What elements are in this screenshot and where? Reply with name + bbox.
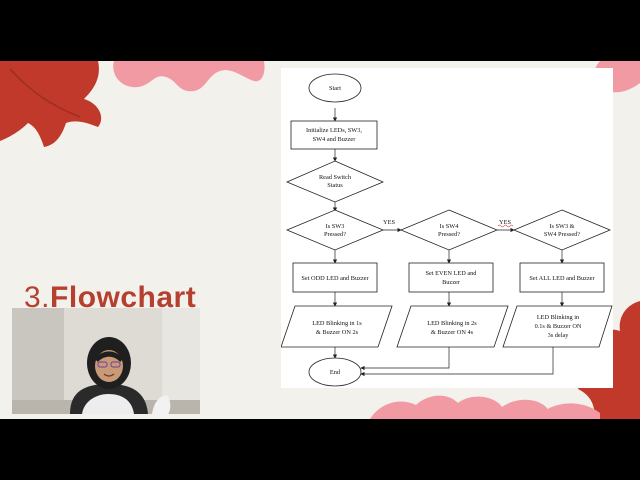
presentation-slide: 3.Flowchart [0, 61, 640, 419]
red-leaf-top-left-decoration [0, 61, 102, 147]
even-led-process-node: Set EVEN LED and Buzzer [408, 262, 494, 293]
flowchart-diagram: Start Initialize LEDs, SW3, SW4 and Buzz… [280, 73, 613, 387]
flowchart-panel: Start Initialize LEDs, SW3, SW4 and Buzz… [280, 68, 613, 388]
even-led-label-line-2: Buzzer [442, 279, 461, 286]
sw3-decision-label-line-1: Is SW3 [326, 223, 345, 230]
pink-blob-bottom-decoration [370, 395, 600, 419]
odd-output-label-line-2: & Buzzer ON 2s [316, 329, 359, 336]
flowchart-connectors [332, 108, 565, 377]
initialize-label-line-2: SW4 and Buzzer [313, 136, 357, 143]
sw3-decision-label-line-2: Pressed? [324, 231, 346, 238]
odd-led-process-node: Set ODD LED and Buzzer [292, 262, 378, 293]
even-led-output-node: LED Blinking in 2s & Buzzer ON 4s [396, 305, 509, 348]
all-output-label-line-3: 3s delay [548, 332, 570, 339]
end-node: End [308, 357, 362, 387]
sw3-decision-node: Is SW3 Pressed? [285, 209, 385, 251]
initialize-process-node: Initialize LEDs, SW3, SW4 and Buzzer [290, 120, 378, 150]
initialize-label-line-1: Initialize LEDs, SW3, [306, 127, 362, 134]
read-switch-label-line-2: Status [327, 182, 343, 189]
all-led-label: Set ALL LED and Buzzer [529, 275, 595, 282]
sw3-sw4-decision-label-line-2: SW4 Pressed? [544, 231, 580, 238]
even-output-label-line-2: & Buzzer ON 4s [431, 329, 474, 336]
start-node: Start [308, 73, 362, 103]
even-output-label-line-1: LED Blinking in 2s [427, 320, 477, 327]
presenter-image [12, 308, 200, 414]
spellcheck-underline [497, 224, 514, 228]
sw4-decision-label-line-2: Pressed? [438, 231, 460, 238]
sw3-and-sw4-decision-node: Is SW3 & SW4 Pressed? [512, 209, 612, 251]
read-switch-decision-node: Read Switch Status [285, 160, 385, 203]
odd-output-label-line-1: LED Blinking in 1s [312, 320, 362, 327]
all-output-label-line-2: 0.1s & Buzzer ON [535, 323, 582, 330]
read-switch-label-line-1: Read Switch [319, 174, 352, 181]
even-led-label-line-1: Set EVEN LED and [426, 270, 478, 277]
odd-led-output-node: LED Blinking in 1s & Buzzer ON 2s [280, 305, 393, 348]
all-led-process-node: Set ALL LED and Buzzer [519, 262, 605, 293]
pink-blob-top-decoration [113, 61, 265, 92]
sw3-sw4-decision-label-line-1: Is SW3 & [549, 223, 574, 230]
all-output-label-line-1: LED Blinking in [537, 314, 580, 321]
presenter-webcam-video [12, 308, 200, 414]
start-label: Start [329, 85, 341, 92]
end-label: End [330, 369, 341, 376]
yes-label-2: YES [499, 219, 511, 226]
sw4-decision-node: Is SW4 Pressed? [399, 209, 499, 251]
all-led-output-node: LED Blinking in 0.1s & Buzzer ON 3s dela… [502, 305, 613, 348]
sw4-decision-label-line-1: Is SW4 [440, 223, 460, 230]
odd-led-label: Set ODD LED and Buzzer [301, 275, 369, 282]
yes-label-1: YES [383, 219, 395, 226]
